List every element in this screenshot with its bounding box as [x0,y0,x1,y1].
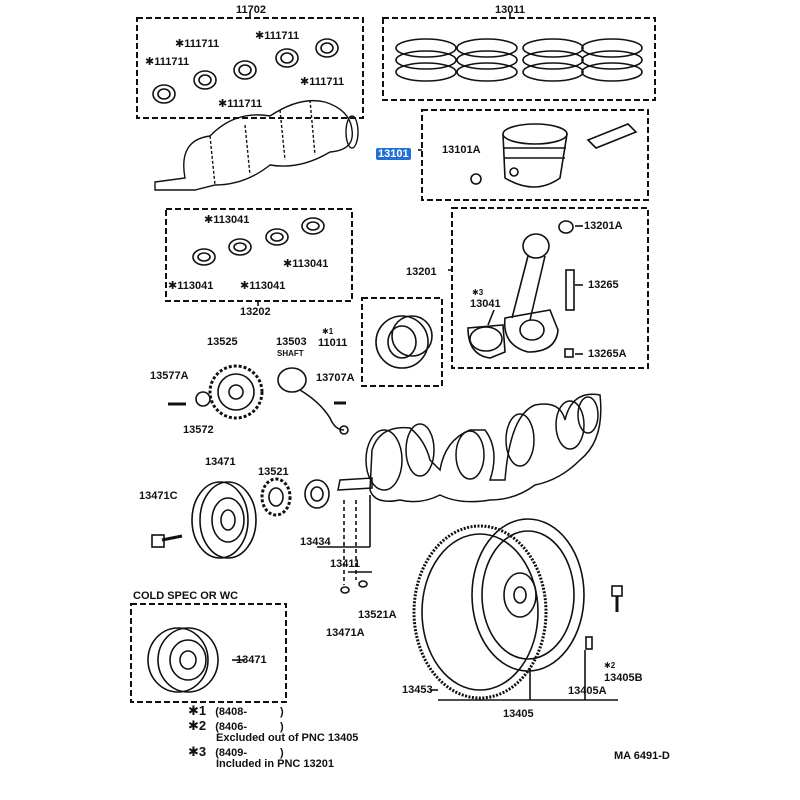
label-13101[interactable]: 13101 [376,148,411,160]
label-111711: ✱111711 [145,56,190,68]
label-13521: 13521 [258,466,289,478]
label-13405: 13405 [503,708,534,720]
label-13405B-mark: ✱2 [604,661,616,670]
note-3: ✱3 (8409- ) [188,745,284,760]
note-date: (8406- [215,721,247,733]
label-13471: 13471 [205,456,236,468]
flywheel-icon [471,518,585,672]
gear-icon [168,364,264,420]
label-11702: 11702 [236,4,266,16]
box-13202 [165,208,353,302]
label-113041: ✱113041 [240,280,286,292]
label-13011: 13011 [495,4,525,16]
key-icon [343,500,357,585]
box-cold-spec [130,603,287,703]
label-13471C: 13471C [139,490,178,502]
label-13405B: 13405B [604,672,643,684]
note-1: ✱1 (8408- ) [188,704,284,719]
note-2: ✱2 (8406- ) [188,719,284,734]
label-13471-cold: 13471 [236,654,267,666]
label-13101-highlight[interactable]: 13101 [376,148,411,160]
cold-spec-title: COLD SPEC OR WC [133,590,239,602]
note-date: (8408- [215,706,247,718]
bearing-icon [152,38,339,104]
label-113041: ✱113041 [204,214,250,226]
label-13572: 13572 [183,424,214,436]
label-13265A: 13265A [588,348,627,360]
label-113041: ✱113041 [283,258,329,270]
sensor-icon [277,367,349,435]
piston-ring-icon [395,38,643,82]
label-13503: 13503 [276,336,307,348]
label-13521A: 13521A [358,609,397,621]
label-13411: 13411 [330,558,360,570]
connecting-rod-icon [467,220,575,359]
crankshaft-icon [337,393,602,503]
label-13265: 13265 [588,279,619,291]
label-13201: 13201 [406,266,437,278]
note-date: (8409- [215,747,247,759]
note-close: ) [280,706,284,718]
diagram-code: MA 6491-D [614,750,670,762]
box-13201 [451,207,649,369]
label-13202: 13202 [240,306,271,318]
bolt-icon [585,585,623,650]
box-13101 [421,109,649,201]
piston-icon [470,123,638,188]
ring-gear-icon [412,524,548,700]
label-13405A: 13405A [568,685,607,697]
note-2-sub: Excluded out of PNC 13405 [216,732,359,744]
note-close: ) [280,721,284,733]
label-13503-shaft: SHAFT [277,349,304,358]
label-113041: ✱113041 [168,280,214,292]
label-13101A: 13101A [442,144,481,156]
label-13201A: 13201A [584,220,623,232]
label-13707A: 13707A [316,372,355,384]
label-13041-mark: ✱3 [472,288,484,297]
note-mark: ✱1 [188,703,207,718]
nut-icon [304,479,330,509]
thrust-washer-icon [375,315,433,369]
label-111711: ✱111711 [255,30,300,42]
label-13041: 13041 [470,298,501,310]
pulley-icon [147,627,219,693]
note-close: ) [280,747,284,759]
bearing-icon [192,217,325,266]
label-13577A: 13577A [150,370,189,382]
label-13434: 13434 [300,536,331,548]
label-11011-mark: ✱1 [322,327,334,336]
box-13011 [382,17,656,101]
pulley-icon [151,481,257,559]
camshaft-icon [154,99,359,191]
note-3-sub: Included in PNC 13201 [216,758,334,770]
note-mark: ✱2 [188,718,207,733]
label-13471A: 13471A [326,627,365,639]
note-mark: ✱3 [188,744,207,759]
label-111711: ✱111711 [218,98,263,110]
gear-icon [260,477,292,517]
label-111711: ✱111711 [300,76,345,88]
label-11011: 11011 [318,337,348,349]
box-11011 [361,297,443,387]
label-111711: ✱111711 [175,38,220,50]
label-13453: 13453 [402,684,433,696]
label-13525: 13525 [207,336,238,348]
